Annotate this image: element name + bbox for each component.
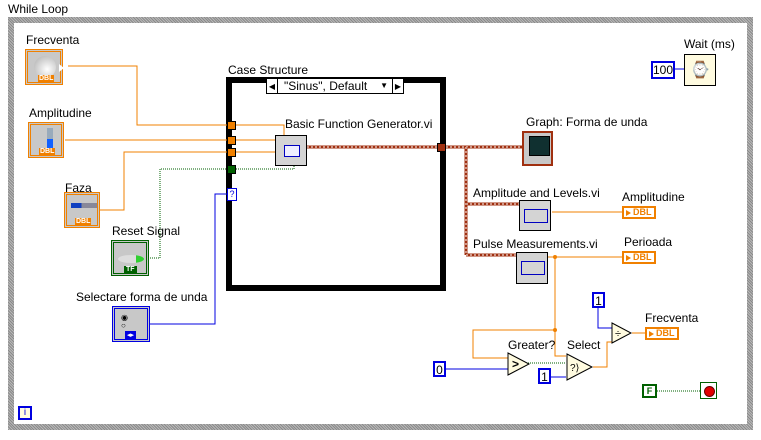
case-structure-label: Case Structure [228, 63, 309, 77]
graph-label: Graph: Forma de unda [526, 115, 648, 129]
while-loop-label: While Loop [8, 2, 69, 16]
iteration-terminal[interactable]: i [18, 406, 32, 420]
divide-function[interactable]: ÷ [611, 322, 633, 344]
tunnel-faza[interactable] [227, 148, 236, 157]
tf-tag: TF [124, 266, 137, 273]
amp-levels-label: Amplitude and Levels.vi [473, 186, 600, 200]
tunnel-waveform-out[interactable] [437, 143, 446, 152]
stop-icon [704, 386, 715, 397]
output-arrow-icon [59, 64, 64, 72]
graph-indicator[interactable] [522, 131, 553, 166]
reset-signal-label: Reset Signal [112, 224, 181, 238]
faza-control-label: Faza [65, 181, 92, 195]
wait-function[interactable]: ⌚ [684, 54, 716, 86]
frecventa-control-label: Frecventa [26, 33, 80, 47]
amplitudine-indicator[interactable]: DBL [622, 206, 656, 219]
tunnel-amplitudine[interactable] [227, 136, 236, 145]
faza-control[interactable]: DBL [64, 192, 100, 228]
enum-tag: ◂▸ [125, 331, 137, 339]
greater-symbol: > [512, 357, 519, 371]
select-label: Select [567, 338, 601, 352]
false-constant[interactable]: F [642, 384, 657, 398]
selectare-control[interactable]: ◉○ ◂▸ [112, 306, 150, 342]
dropdown-icon[interactable]: ▼ [380, 81, 388, 90]
wait-label: Wait (ms) [684, 37, 735, 51]
perioada-label: Perioada [624, 235, 673, 249]
wait-constant[interactable]: 100 [651, 61, 675, 79]
graph-icon [529, 136, 550, 156]
select-one-constant[interactable]: 1 [538, 368, 551, 384]
zero-constant[interactable]: 0 [433, 361, 446, 377]
case-selector[interactable]: ◀ "Sinus", Default ▼ ▶ [266, 78, 404, 94]
case-structure-body [231, 82, 441, 286]
pulse-label: Pulse Measurements.vi [473, 237, 598, 251]
led-switch-icon [118, 255, 144, 263]
amplitudine-indicator-label: Amplitudine [622, 190, 685, 204]
perioada-indicator[interactable]: DBL [622, 251, 656, 264]
case-selector-text: "Sinus", Default [284, 79, 368, 93]
select-symbol: ?⟩ [570, 363, 580, 374]
amplitudine-control[interactable]: DBL [28, 122, 64, 158]
pulse-icon [521, 261, 545, 275]
greater-function[interactable]: > [507, 352, 531, 376]
waveform-icon [284, 145, 300, 157]
dbl-tag: DBL [38, 75, 55, 82]
basic-function-generator-vi[interactable] [275, 135, 307, 166]
reset-signal-control[interactable]: TF [111, 240, 149, 276]
greater-label: Greater? [508, 338, 556, 352]
frecventa-control[interactable]: DBL [25, 49, 64, 85]
pulse-measurements-vi[interactable] [516, 252, 548, 284]
watch-icon: ⌚ [690, 62, 710, 79]
horizontal-slider-icon [71, 203, 97, 208]
dbl-tag: DBL [39, 148, 56, 155]
selectare-label: Selectare forma de unda [76, 290, 208, 304]
select-function[interactable]: ?⟩ [566, 353, 594, 381]
amplitudine-control-label: Amplitudine [29, 106, 92, 120]
frecventa-indicator-label: Frecventa [645, 311, 699, 325]
amplitude-icon [524, 209, 548, 223]
radio-buttons-icon: ◉○ [121, 313, 128, 330]
stop-terminal[interactable] [700, 382, 717, 399]
divide-one-constant[interactable]: 1 [592, 292, 605, 308]
tunnel-frecventa[interactable] [227, 121, 236, 130]
dbl-tag: DBL [75, 218, 92, 225]
divide-symbol: ÷ [615, 328, 621, 340]
frecventa-indicator[interactable]: DBL [645, 327, 679, 340]
amplitude-levels-vi[interactable] [519, 200, 551, 231]
knob-icon [34, 56, 56, 78]
case-prev-icon[interactable]: ◀ [267, 79, 277, 93]
case-next-icon[interactable]: ▶ [393, 79, 403, 93]
vertical-slider-icon [47, 128, 53, 150]
case-selector-value[interactable]: "Sinus", Default ▼ [277, 79, 393, 93]
bfg-label: Basic Function Generator.vi [285, 117, 433, 131]
case-selector-terminal[interactable]: ? [227, 188, 237, 201]
tunnel-reset[interactable] [227, 165, 236, 174]
